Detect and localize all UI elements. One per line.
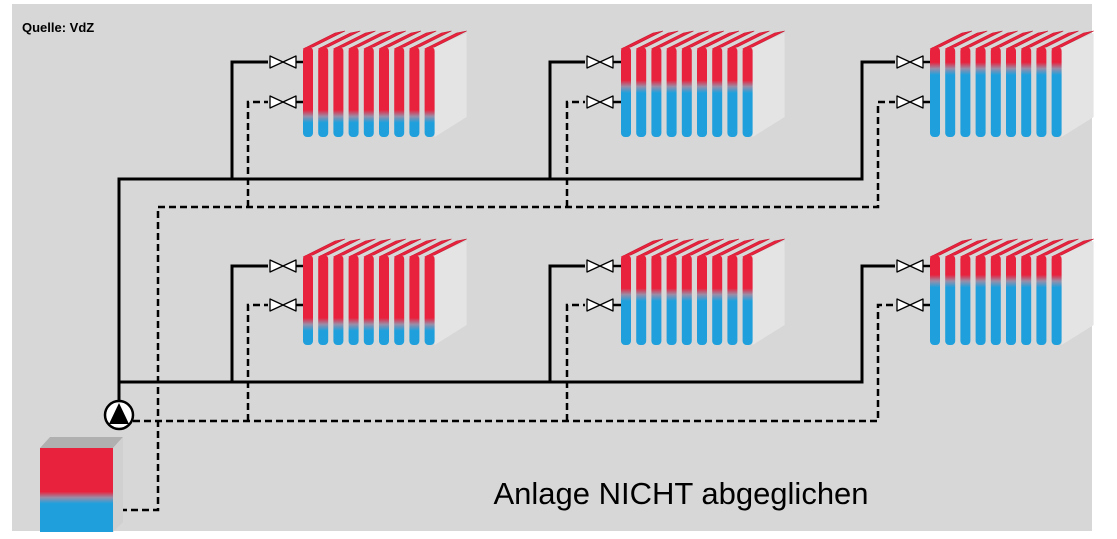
valve-icon <box>896 298 932 312</box>
boiler-side <box>113 437 123 532</box>
radiator-fin <box>394 47 405 137</box>
radiator-fin <box>727 47 738 137</box>
radiator-fin <box>379 47 389 137</box>
pipe-network <box>117 60 895 423</box>
radiator-fin <box>990 255 1001 345</box>
radiator <box>620 238 785 345</box>
radiator-fin <box>424 255 435 345</box>
diagram-caption: Anlage NICHT abgeglichen <box>493 476 869 511</box>
source-label: Quelle: VdZ <box>22 20 95 35</box>
radiator <box>302 238 467 345</box>
radiator-fin <box>424 47 435 137</box>
return-main <box>120 100 895 512</box>
radiator-fin <box>742 255 753 345</box>
radiator-fin <box>681 255 692 345</box>
radiator-fin <box>681 47 692 137</box>
supply-branch-upper-left <box>230 60 268 179</box>
radiator-fin <box>333 255 344 345</box>
supply-branch-lower <box>119 264 895 384</box>
radiator-fin <box>945 47 956 137</box>
radiator-fin <box>636 255 647 345</box>
return-upper-left <box>246 100 268 207</box>
radiator-fin <box>930 255 940 345</box>
supply-riser-main <box>117 60 895 423</box>
radiator-fin <box>1021 255 1032 345</box>
radiator-fin <box>636 47 647 137</box>
radiator-fin <box>666 47 677 137</box>
radiator-fin <box>1006 255 1016 345</box>
radiator-fin <box>409 255 420 345</box>
radiator-fin <box>621 47 631 137</box>
radiator-fin <box>930 47 940 137</box>
return-lower <box>133 303 895 423</box>
radiator-fin <box>1036 47 1047 137</box>
radiator-fin <box>651 47 662 137</box>
boiler-front <box>40 448 113 532</box>
radiator-fin <box>1006 47 1016 137</box>
radiator-fin <box>945 255 956 345</box>
radiator-fin <box>318 47 329 137</box>
radiator-fin <box>1021 47 1032 137</box>
valve-icon <box>586 95 622 109</box>
valve-icon <box>269 298 305 312</box>
radiator-fin <box>712 255 723 345</box>
radiator-fin <box>1051 255 1062 345</box>
radiator <box>620 30 785 137</box>
valve-icon <box>586 55 622 69</box>
pump-icon <box>103 399 135 431</box>
radiator-side-panel <box>1061 33 1094 137</box>
radiator-fin <box>318 255 329 345</box>
radiator-fin <box>621 255 631 345</box>
radiator <box>929 30 1094 137</box>
supply-branch-lower-middle <box>548 264 585 382</box>
radiator-fin <box>975 47 986 137</box>
radiator-fin <box>303 47 313 137</box>
radiator-fin <box>1051 47 1062 137</box>
radiator-fin <box>960 47 971 137</box>
radiator-fin <box>333 47 344 137</box>
radiator-fin <box>666 255 677 345</box>
supply-branch-lower-left <box>230 264 268 382</box>
radiator-fin <box>727 255 738 345</box>
return-lower-middle <box>565 303 585 421</box>
valve-icon <box>896 55 932 69</box>
radiator-side-panel <box>752 241 785 345</box>
valve-group <box>269 55 932 312</box>
return-pipe-network <box>120 100 895 512</box>
radiator-fin <box>742 47 753 137</box>
radiator-side-panel <box>1061 241 1094 345</box>
radiator-side-panel <box>434 33 467 137</box>
return-lower-left <box>246 303 268 421</box>
radiator-fin <box>363 47 374 137</box>
radiator-fin <box>394 255 405 345</box>
radiator-fin <box>409 47 420 137</box>
radiator-fin <box>960 255 971 345</box>
radiator <box>302 30 467 137</box>
radiator-fin <box>348 255 359 345</box>
boiler-top <box>40 437 123 448</box>
valve-icon <box>269 55 305 69</box>
radiator-fin <box>975 255 986 345</box>
radiator-fin <box>348 47 359 137</box>
valve-icon <box>586 298 622 312</box>
supply-branch-upper-middle <box>548 60 585 179</box>
radiator-fin <box>712 47 723 137</box>
radiator-fin <box>990 47 1001 137</box>
radiator-fin <box>697 255 707 345</box>
radiator <box>929 238 1094 345</box>
radiator-fin <box>379 255 389 345</box>
radiator-fin <box>651 255 662 345</box>
radiator-group <box>302 30 1094 345</box>
radiator-fin <box>303 255 313 345</box>
radiator-side-panel <box>752 33 785 137</box>
radiator-side-panel <box>434 241 467 345</box>
radiator-fin <box>697 47 707 137</box>
boiler-tank <box>40 437 123 532</box>
valve-icon <box>896 95 932 109</box>
radiator-fin <box>1036 255 1047 345</box>
valve-icon <box>586 259 622 273</box>
radiator-fin <box>363 255 374 345</box>
return-upper-middle <box>565 100 585 207</box>
